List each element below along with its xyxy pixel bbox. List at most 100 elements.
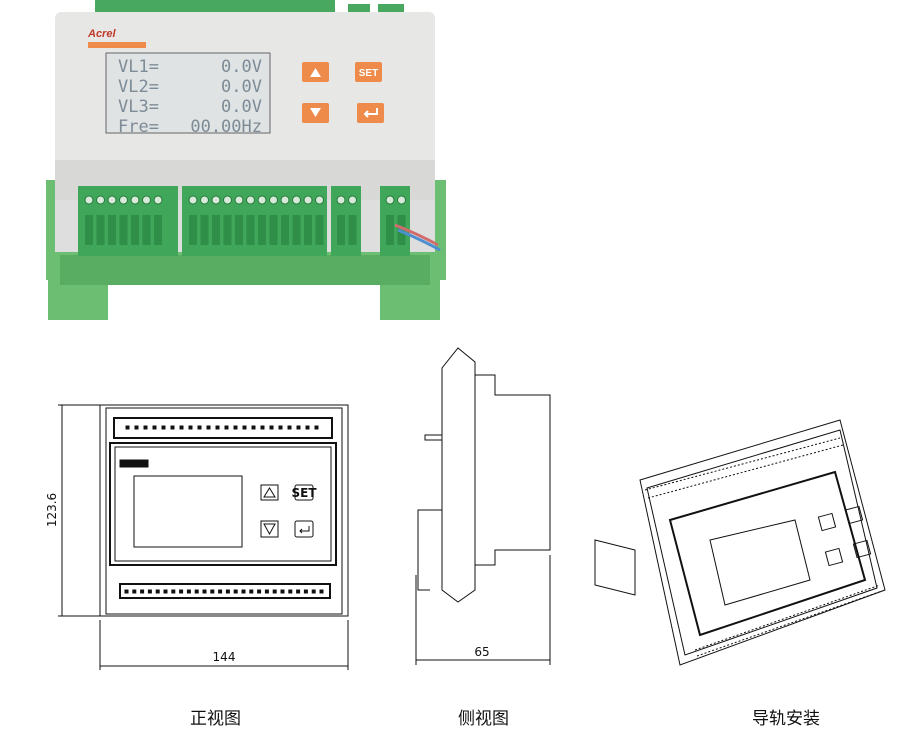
pin (311, 589, 316, 594)
brand-logo: Acrel (87, 28, 116, 40)
terminal-slot (189, 215, 197, 245)
pin (179, 425, 184, 430)
terminal-slot (281, 215, 289, 245)
pin (179, 589, 184, 594)
pin (288, 589, 293, 594)
terminal-slot (292, 215, 301, 245)
lcd-label: Fre= (118, 117, 159, 137)
lcd-value: 0.0V (221, 97, 262, 117)
terminal-screw (130, 195, 140, 205)
pin (249, 589, 254, 594)
pin (241, 589, 246, 594)
pin (272, 589, 277, 594)
terminal-screw (292, 195, 301, 205)
pin (314, 425, 319, 430)
pin (170, 425, 175, 430)
pin (305, 425, 310, 430)
terminal-screw (84, 195, 94, 205)
terminal-screw (200, 195, 209, 205)
pin (210, 589, 215, 594)
terminal-screw (397, 195, 406, 205)
terminal-slot (85, 215, 93, 245)
set-button[interactable] (355, 62, 382, 82)
pin (152, 425, 157, 430)
up-arrow-icon (310, 68, 321, 77)
pin (225, 589, 230, 594)
terminal-screw (142, 195, 151, 205)
pin (224, 425, 229, 430)
lcd-value: 00.00Hz (190, 117, 262, 137)
pin (140, 589, 145, 594)
terminal-screw (315, 195, 324, 205)
pin (124, 589, 129, 594)
pin (269, 425, 274, 430)
pin (171, 589, 176, 594)
pin (194, 589, 199, 594)
terminal-slot (142, 215, 151, 245)
terminal-slot (348, 215, 357, 245)
terminal-slot (131, 215, 139, 245)
terminal-screw (234, 195, 244, 205)
terminal-slot (304, 215, 312, 245)
terminal-screw (280, 195, 290, 205)
lcd-label: VL1= (118, 57, 159, 77)
pin (206, 425, 211, 430)
terminal-slot (386, 215, 394, 245)
pin (257, 589, 262, 594)
pin (233, 589, 238, 594)
depth-dimension: 65 (474, 645, 489, 659)
pin (125, 425, 130, 430)
front-view-drawing: SET 123.6 144 (0, 340, 380, 680)
terminal-slot (258, 215, 266, 245)
pin (278, 425, 283, 430)
terminal-screw (257, 195, 267, 205)
pin (134, 425, 139, 430)
terminal-screw (153, 195, 163, 205)
terminal-slot (96, 215, 105, 245)
pin (161, 425, 166, 430)
pin (163, 589, 168, 594)
terminal-screw (96, 195, 105, 205)
terminal-slot (119, 215, 128, 245)
pin (132, 589, 137, 594)
terminal-slot (108, 215, 116, 245)
pin (143, 425, 148, 430)
terminal-screw (223, 195, 232, 205)
pin (155, 589, 160, 594)
terminal-screw (188, 195, 198, 205)
terminal-slot (154, 215, 162, 245)
terminal-screw (385, 195, 395, 205)
pin (242, 425, 247, 430)
lcd-value: 0.0V (221, 57, 262, 77)
terminal-screw (348, 195, 357, 205)
caption-front-view: 正视图 (190, 709, 241, 729)
terminal-slot (212, 215, 220, 245)
pin (197, 425, 202, 430)
pin (188, 425, 193, 430)
terminal-screw (269, 195, 278, 205)
lcd-value: 0.0V (221, 77, 262, 97)
rail-install-drawing (585, 410, 895, 670)
pin (264, 589, 269, 594)
terminal-screw (303, 195, 313, 205)
lcd-label: VL3= (118, 97, 159, 117)
caption-side-view: 侧视图 (458, 709, 509, 729)
terminal-screw (246, 195, 255, 205)
terminal-slot (235, 215, 243, 245)
terminal-screw (119, 195, 128, 205)
pin (233, 425, 238, 430)
terminal-slot (200, 215, 209, 245)
set-label: SET (359, 68, 378, 79)
pin (202, 589, 207, 594)
pin (215, 425, 220, 430)
pin (287, 425, 292, 430)
pin (251, 425, 256, 430)
pin (260, 425, 265, 430)
terminal-slot (269, 215, 278, 245)
enter-icon (363, 108, 378, 118)
terminal-screw (211, 195, 221, 205)
pin (147, 589, 152, 594)
pin (296, 589, 301, 594)
terminal-slot (337, 215, 345, 245)
